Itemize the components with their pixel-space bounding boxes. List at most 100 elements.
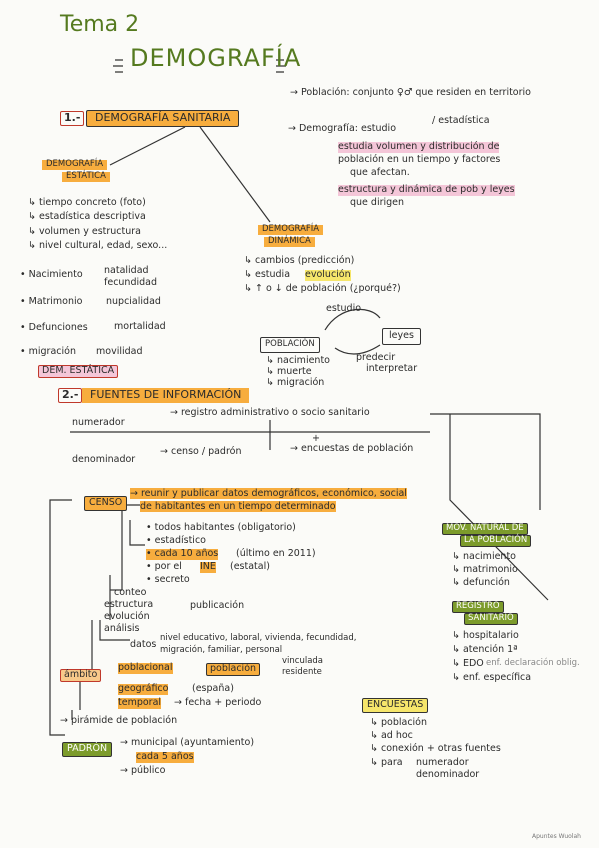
def-line-3: que afectan.: [350, 167, 410, 178]
def-line-5: que dirigen: [350, 197, 405, 208]
conteo-label: conteo: [114, 587, 147, 598]
padron-label: PADRÓN: [62, 742, 113, 757]
estatica-title-1: DEMOGRAFÍA: [42, 159, 108, 170]
plus-sign: +: [312, 433, 320, 444]
cycle-estudio: estudio: [326, 303, 362, 314]
poblacion-box: población: [206, 663, 261, 676]
analisis-label: análisis: [104, 623, 140, 634]
event-defunciones: • Defunciones: [20, 322, 88, 333]
censo-item-1: • todos habitantes (obligatorio): [146, 522, 296, 533]
estatica-item-3: ↳ volumen y estructura: [28, 226, 141, 237]
encuestas-item-3: ↳ conexión + otras fuentes: [370, 743, 501, 754]
dinamica-evolucion: evolución: [305, 269, 351, 281]
espana-label: (españa): [192, 683, 234, 694]
event-natalidad: natalidad: [104, 265, 149, 276]
def-demografia: → Demografía: estudio: [288, 123, 397, 134]
temporal-label: temporal: [118, 697, 162, 709]
dinamica-item-1: ↳ cambios (predicción): [244, 255, 355, 266]
censo-item-4: • por el: [146, 561, 182, 572]
piramide-label: → pirámide de población: [60, 715, 178, 726]
footer-credit: Apuntes Wuolah: [532, 833, 581, 840]
publicacion-label: publicación: [190, 600, 245, 611]
censo-desc-1: → reunir y publicar datos demográficos, …: [130, 488, 407, 499]
event-movilidad: movilidad: [96, 346, 143, 357]
censo-padron-label: → censo / padrón: [160, 446, 242, 457]
mov-natural-title-1: MOV. NATURAL DE: [442, 523, 528, 535]
section1-heading: DEMOGRAFÍA SANITARIA: [86, 110, 240, 127]
estatica-item-2: ↳ estadística descriptiva: [28, 211, 146, 222]
section2-heading: FUENTES DE INFORMACIÓN: [82, 388, 250, 403]
dinamica-title-1: DEMOGRAFÍA: [258, 224, 324, 235]
geografico-label: geográfico: [118, 683, 169, 695]
dinamica-item-3: ↳ ↑ o ↓ de población (¿porqué?): [244, 283, 401, 294]
residente-label: residente: [282, 667, 322, 677]
censo-item-2: • estadístico: [146, 535, 206, 546]
padron-item-1: → municipal (ayuntamiento): [120, 737, 255, 748]
cycle-muerte: ↳ muerte: [266, 366, 312, 377]
datos-label: datos: [130, 639, 157, 650]
event-nacimiento: • Nacimiento: [20, 269, 83, 280]
section1-number: 1.-: [60, 111, 85, 126]
page-title: DEMOGRAFÍA: [130, 44, 302, 72]
poblacional-label: poblacional: [118, 662, 173, 674]
estatica-title-2: ESTÁTICA: [62, 171, 110, 182]
registro-item-3: ↳ EDO: [452, 658, 484, 669]
estructura-label: estructura: [104, 599, 154, 610]
ambito-label: ámbito: [60, 669, 102, 682]
encuestas-item-1: ↳ población: [370, 717, 428, 728]
def-line-2: población en un tiempo y factores: [338, 154, 501, 165]
registro-item-2: ↳ atención 1ª: [452, 644, 518, 655]
encuestas-numerador: numerador: [416, 757, 469, 768]
datos-detail-1: nivel educativo, laboral, vivienda, fecu…: [160, 633, 357, 643]
edo-note: enf. declaración oblig.: [486, 658, 580, 668]
event-matrimonio: • Matrimonio: [20, 296, 83, 307]
fecha-periodo-label: → fecha + periodo: [174, 697, 262, 708]
dinamica-item-2: ↳ estudia: [244, 269, 291, 280]
event-migracion: • migración: [20, 346, 76, 357]
event-nupcialidad: nupcialidad: [106, 296, 161, 307]
cycle-interpretar: interpretar: [366, 363, 418, 374]
censo-ine: INE: [200, 561, 216, 573]
estatica-tag: DEM. ESTÁTICA: [38, 365, 119, 378]
def-poblacion: → Población: conjunto ♀♂ que residen en …: [290, 87, 531, 98]
censo-estatal: (estatal): [230, 561, 270, 572]
encuestas-poblacion-label: → encuestas de población: [290, 443, 414, 454]
encuestas-item-2: ↳ ad hoc: [370, 730, 413, 741]
mov-natural-title-2: LA POBLACIÓN: [460, 535, 532, 547]
encuestas-item-4: ↳ para: [370, 757, 403, 768]
def-line-1: estudia volumen y distribución de: [338, 141, 500, 153]
registro-sanitario-title-1: REGISTRO: [452, 601, 504, 613]
dinamica-title-2: DINÁMICA: [264, 236, 315, 247]
censo-item-3: • cada 10 años: [146, 548, 219, 560]
cycle-leyes: leyes: [382, 328, 421, 345]
cycle-migracion: ↳ migración: [266, 377, 325, 388]
cycle-nacimiento: ↳ nacimiento: [266, 355, 330, 366]
padron-item-3: → público: [120, 765, 166, 776]
cycle-poblacion: POBLACIÓN: [260, 337, 320, 353]
censo-item-5: • secreto: [146, 574, 190, 585]
registro-label: → registro administrativo o socio sanita…: [170, 407, 370, 418]
def-line-4: estructura y dinámica de pob y leyes: [338, 184, 515, 196]
censo-label: CENSO: [84, 496, 128, 511]
mov-item-1: ↳ nacimiento: [452, 551, 516, 562]
event-fecundidad: fecundidad: [104, 277, 158, 288]
section2-number: 2.-: [58, 388, 83, 403]
evolucion-label: evolución: [104, 611, 150, 622]
datos-detail-2: migración, familiar, personal: [160, 645, 283, 655]
mov-item-3: ↳ defunción: [452, 577, 510, 588]
padron-item-2: cada 5 años: [136, 751, 194, 763]
def-estadistica: / estadística: [432, 115, 490, 126]
tema-label: Tema 2: [60, 12, 140, 37]
estatica-item-1: ↳ tiempo concreto (foto): [28, 197, 146, 208]
encuestas-denominador: denominador: [416, 769, 480, 780]
mov-item-2: ↳ matrimonio: [452, 564, 518, 575]
censo-desc-2: de habitantes en un tiempo determinado: [140, 501, 336, 512]
cycle-predecir: predecir: [356, 352, 396, 363]
encuestas-title: ENCUESTAS: [362, 698, 429, 713]
denominador-label: denominador: [72, 454, 136, 465]
registro-item-1: ↳ hospitalario: [452, 630, 519, 641]
event-mortalidad: mortalidad: [114, 321, 166, 332]
vinculada-label: vinculada: [282, 656, 324, 666]
